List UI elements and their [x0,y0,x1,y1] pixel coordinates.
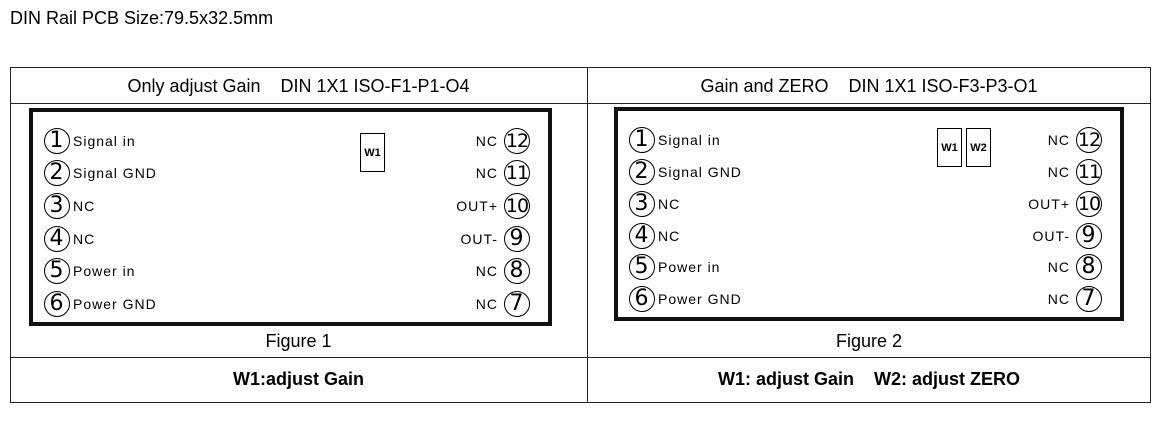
pin-number: 3 [44,193,70,219]
pin-label: NC [1047,259,1070,275]
pin-number: 2 [629,159,655,185]
pin-number: 6 [44,291,70,317]
potentiometer-label: W1 [364,146,381,159]
pin-12: NC 12 [476,125,530,157]
table-border-bottom [10,402,1151,403]
pin-label: Power in [658,259,721,275]
pin-label: NC [658,196,681,212]
pin-number: 10 [504,193,530,219]
pin-11: NC 11 [476,157,530,189]
panel-2-footer: W1: adjust Gain W2: adjust ZERO [717,369,1021,389]
panel-1-figure-caption: Figure 1 [265,331,332,351]
pin-number: 2 [44,160,70,186]
pin-label: OUT+ [1028,196,1070,212]
table-border-right [1150,67,1151,403]
pin-number: 7 [504,291,530,317]
pin-number: 4 [629,223,655,249]
pin-7: NC 7 [476,288,530,320]
pin-label: NC [475,133,498,149]
pin-label: NC [475,296,498,312]
pin-number: 11 [1076,159,1102,185]
pin-number: 5 [44,258,70,284]
pin-number: 1 [44,128,70,154]
pin-label: NC [1047,164,1070,180]
pin-10: OUT+ 10 [1028,188,1102,220]
panel-1-footer: W1:adjust Gain [232,369,364,389]
pin-number: 12 [504,128,530,154]
panel-2-header: Gain and ZERO DIN 1X1 ISO-F3-P3-O1 [700,76,1038,96]
pin-label: NC [658,228,681,244]
pin-number: 9 [504,226,530,252]
potentiometer-w1: W1 [360,133,385,172]
pin-7: NC 7 [1048,283,1102,315]
pin-label: OUT+ [456,198,498,214]
pin-number: 11 [504,160,530,186]
pin-number: 12 [1076,127,1102,153]
pin-label: NC [1047,132,1070,148]
pin-number: 5 [629,254,655,280]
pin-9: OUT- 9 [1033,220,1102,252]
pin-8: NC 8 [476,255,530,287]
pin-number: 1 [629,127,655,153]
pin-number: 7 [1076,286,1102,312]
potentiometer-w2: W2 [966,128,991,167]
pin-number: 10 [1076,191,1102,217]
pin-label: Power GND [73,296,157,312]
table-row-divider [10,103,1151,104]
pin-number: 6 [629,286,655,312]
pin-label: OUT- [1032,228,1070,244]
page-title: DIN Rail PCB Size:79.5x32.5mm [10,8,274,28]
pin-label: NC [73,198,96,214]
pin-11: NC 11 [1048,156,1102,188]
pin-label: Signal in [73,133,136,149]
pin-number: 4 [44,226,70,252]
potentiometer-label: W2 [970,141,987,154]
pin-number: 8 [1076,254,1102,280]
pin-label: NC [1047,291,1070,307]
table-row-divider [10,357,1151,358]
table-border-left [10,67,11,403]
pin-label: Power GND [658,291,742,307]
pin-number: 9 [1076,223,1102,249]
pin-9: OUT- 9 [461,223,530,255]
pin-label: NC [73,231,96,247]
panel-2-figure-caption: Figure 2 [835,331,903,351]
pin-number: 3 [629,191,655,217]
pin-label: Power in [73,263,136,279]
panel-1-header: Only adjust Gain DIN 1X1 ISO-F1-P1-O4 [127,76,470,96]
pin-number: 8 [504,258,530,284]
pin-label: Signal in [658,132,721,148]
pin-12: NC 12 [1048,124,1102,156]
pinout-table: Only adjust Gain DIN 1X1 ISO-F1-P1-O4 W1… [10,67,1151,403]
potentiometer-label: W1 [941,141,958,154]
pin-label: NC [475,263,498,279]
pin-8: NC 8 [1048,251,1102,283]
pin-label: NC [475,165,498,181]
table-column-divider [587,67,588,403]
pin-10: OUT+ 10 [456,190,530,222]
pin-label: Signal GND [658,164,742,180]
table-border-top [10,67,1151,68]
potentiometer-w1: W1 [937,128,962,167]
pin-label: Signal GND [73,165,157,181]
pin-label: OUT- [460,231,498,247]
